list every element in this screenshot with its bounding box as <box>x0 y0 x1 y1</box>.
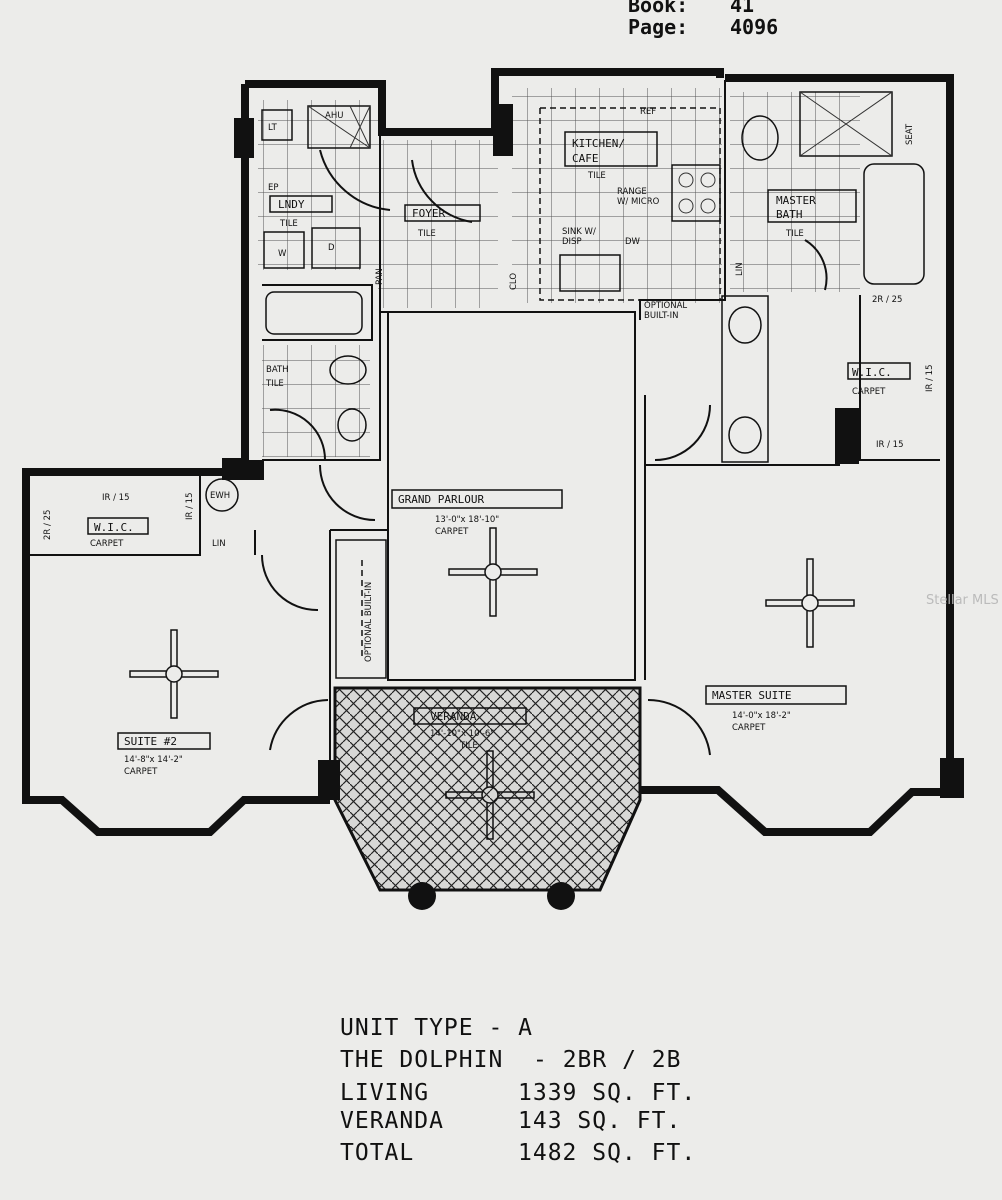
living-value: 1339 SQ. FT. <box>518 1080 696 1106</box>
label-lt: LT <box>268 123 278 133</box>
bathtub <box>265 291 363 335</box>
label-washer: W <box>278 249 287 259</box>
kitchen-sink <box>559 254 621 292</box>
label-ahu: AHU <box>325 111 343 121</box>
optional-built-in-side <box>335 539 387 679</box>
unit-type: UNIT TYPE - A <box>340 1015 533 1041</box>
book-label: Book: <box>628 0 688 17</box>
dryer <box>311 227 361 269</box>
label-grand-parlour: GRAND PARLOUR <box>398 493 484 506</box>
laundry-tub <box>261 109 293 141</box>
label-wic-suite2-shelf-2: 2R / 25 <box>43 510 53 540</box>
veranda-floor <box>333 686 642 892</box>
label-veranda: VERANDA <box>430 710 477 723</box>
label-suite2-floor: CARPET <box>124 767 158 777</box>
label-bath-floor: TILE <box>265 379 284 389</box>
watermark: Stellar MLS <box>926 593 999 608</box>
label-optional-builtin-side: OPTIONAL BUILT-IN <box>364 582 374 662</box>
label-lin-hall: LIN <box>212 539 226 549</box>
interior-walls <box>30 80 940 800</box>
veranda-label: VERANDA <box>340 1108 444 1134</box>
room-labels: LT AHU EP LNDY TILE W D PAN FOYER TILE C… <box>43 107 935 777</box>
label-wic-master-shelf-2: IR / 15 <box>925 365 935 393</box>
total-value: 1482 SQ. FT. <box>518 1140 696 1166</box>
label-bath: BATH <box>266 365 289 375</box>
label-suite2: SUITE #2 <box>124 735 177 748</box>
label-dw: DW <box>625 237 641 247</box>
unit-model: THE DOLPHIN - 2BR / 2B <box>340 1047 682 1073</box>
label-veranda-floor: TILE <box>459 741 478 751</box>
label-suite2-dims: 14'-8"x 14'-2" <box>124 755 183 765</box>
label-wic-master-shelf-1: 2R / 25 <box>872 295 902 305</box>
label-ep: EP <box>268 183 279 193</box>
book-value: 41 <box>730 0 754 17</box>
label-wic-master-shelf-3: IR / 15 <box>876 440 904 450</box>
door-swings <box>261 149 828 756</box>
veranda-value: 143 SQ. FT. <box>518 1108 681 1134</box>
label-foyer-floor: TILE <box>417 229 436 239</box>
label-wic-suite2-floor: CARPET <box>90 539 124 549</box>
label-laundry-floor: TILE <box>279 219 298 229</box>
label-kitchen: KITCHEN/ <box>572 137 625 150</box>
deed-reference: Book: 41 Page: 4096 <box>628 0 778 39</box>
label-dryer: D <box>328 243 335 253</box>
label-closet: CLO <box>509 273 519 290</box>
total-label: TOTAL <box>340 1140 414 1166</box>
label-wic-suite2-shelf-3: IR / 15 <box>185 493 195 521</box>
washer <box>263 231 305 269</box>
label-grand-parlour-floor: CARPET <box>435 527 469 537</box>
label-frames <box>87 131 911 750</box>
ceiling-fan-icon <box>765 558 855 648</box>
bath-sink <box>337 408 367 442</box>
label-master-suite: MASTER SUITE <box>712 689 791 702</box>
toilet <box>329 355 367 385</box>
label-sink-2: DISP <box>562 237 582 247</box>
label-ewh: EWH <box>210 491 230 501</box>
ceiling-fan-icon <box>129 629 219 719</box>
label-master-bath-2: BATH <box>776 208 803 221</box>
master-tub <box>863 163 925 285</box>
label-ref: REF <box>640 107 656 117</box>
label-range: RANGE <box>617 187 647 197</box>
ahu <box>307 105 371 149</box>
page-value: 4096 <box>730 15 778 39</box>
water-heater <box>205 478 239 512</box>
shower <box>799 91 893 157</box>
living-label: LIVING <box>340 1080 429 1106</box>
label-wic-master: W.I.C. <box>852 366 892 379</box>
label-sink: SINK W/ <box>562 227 596 237</box>
label-master-bath: MASTER <box>776 194 816 207</box>
range <box>671 164 721 222</box>
label-grand-parlour-dims: 13'-0"x 18'-10" <box>435 515 499 525</box>
label-laundry: LNDY <box>278 198 305 211</box>
ceiling-fan-icon <box>445 750 535 840</box>
label-wic-master-floor: CARPET <box>852 387 886 397</box>
unit-summary: UNIT TYPE - A THE DOLPHIN - 2BR / 2B LIV… <box>340 1015 696 1166</box>
label-kitchen-2: CAFE <box>572 152 599 165</box>
label-optional-builtin-top: OPTIONAL <box>644 301 687 311</box>
label-kitchen-floor: TILE <box>587 171 606 181</box>
label-master-bath-floor: TILE <box>785 229 804 239</box>
label-master-suite-dims: 14'-0"x 18'-2" <box>732 711 791 721</box>
label-master-suite-floor: CARPET <box>732 723 766 733</box>
ceiling-fan-icon <box>448 527 538 617</box>
label-pantry: PAN <box>375 268 385 285</box>
page-label: Page: <box>628 15 688 39</box>
double-vanity <box>721 295 769 463</box>
label-wic-suite2: W.I.C. <box>94 521 134 534</box>
label-veranda-dims: 14'-10"x 10'-6" <box>430 729 494 739</box>
label-lin-master: LIN <box>735 262 745 276</box>
label-wic-suite2-shelf-1: IR / 15 <box>102 493 130 503</box>
master-toilet <box>741 115 779 161</box>
fixtures <box>205 91 925 679</box>
label-range-2: W/ MICRO <box>617 197 660 207</box>
label-optional-builtin-top-2: BUILT-IN <box>644 311 678 321</box>
label-seat: SEAT <box>905 123 915 145</box>
label-foyer: FOYER <box>412 207 445 220</box>
tile-floors <box>258 88 860 457</box>
